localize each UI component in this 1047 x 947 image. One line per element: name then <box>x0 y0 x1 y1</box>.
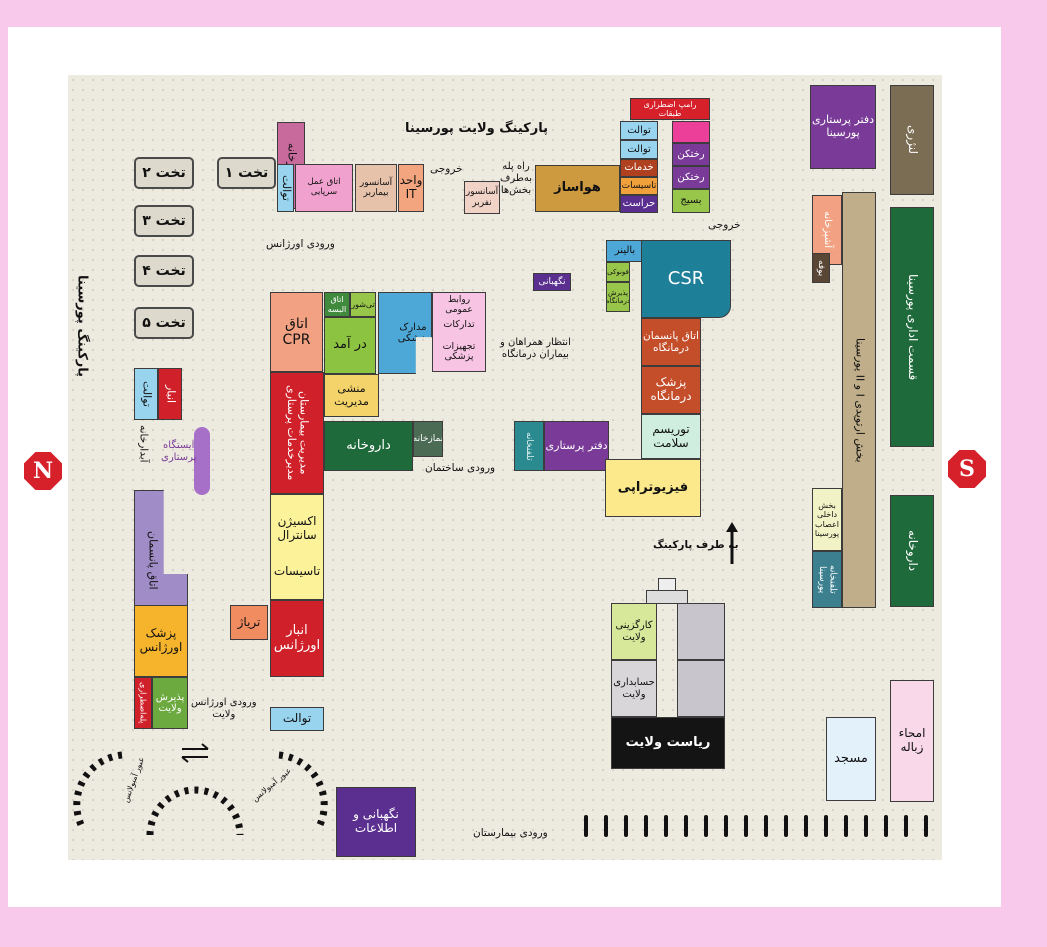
laundry-3: رختکن <box>672 166 710 189</box>
guard-room: حراست <box>620 195 658 213</box>
mosque: مسجد <box>826 717 876 801</box>
bed-2: تخت ۲ <box>134 157 194 189</box>
admin-section: قسمت اداری پورسینا <box>890 207 934 447</box>
services-room: خدمات <box>620 159 658 177</box>
exit-right-label: خروجی <box>708 219 741 231</box>
dressing-room-small: اتاق البسه <box>324 292 350 317</box>
building-entrance-label: ورودی ساختمان <box>425 462 496 474</box>
stairs-label: راه پله به‌طرف بخش‌ها <box>500 161 532 196</box>
internal-ward: بخش داخلی اعصاب پورسینا <box>812 488 842 551</box>
csr-room: CSR <box>641 240 731 318</box>
basij-room: بسیج <box>672 189 710 213</box>
velayat-room-2 <box>677 660 725 717</box>
baliner: بالینر <box>606 240 644 262</box>
havasaz: هواساز <box>535 165 620 212</box>
security-info: نگهبانی و اطلاعات <box>336 787 416 857</box>
pharmacy-right: داروخانه <box>890 495 934 607</box>
exit-left-label: خروجی <box>430 163 463 175</box>
nursing-station-label: ایستگاه پرستاری <box>161 440 197 463</box>
buffet: بوفه <box>812 253 830 283</box>
clinic-dressing: اتاق پانسمان درمانگاه <box>641 318 701 366</box>
to-parking-label: به طرف پارکینگ <box>653 539 739 551</box>
medical-records: مدارک پزشکی <box>378 292 432 374</box>
nursing-station <box>194 427 210 495</box>
hr-velayat: کارگزینی ولایت <box>611 603 657 660</box>
toilet-bottom: توالت <box>270 707 324 731</box>
admission: در آمد <box>324 317 376 374</box>
it-unit: واحد IT <box>398 164 424 212</box>
companions-wait-label: انتظار همراهان و بیماران درمانگاه <box>500 337 571 360</box>
emergency-entrance-velayat-label: ورودی اورژانس ولایت <box>191 697 257 720</box>
ambulance-arc-left <box>73 751 123 829</box>
two-way-arrow <box>181 743 209 763</box>
orthopedic-ward: بخش ارتوپدی I و II پورسینا <box>842 192 876 608</box>
warehouse-emergency: انبار اورژانس <box>270 600 324 677</box>
toilet-r1: توالت <box>620 121 658 140</box>
waste-disposal: امحاء زباله <box>890 680 934 802</box>
hospital-management: مدیریت بیمارستان مدیرخدمات پرستاری <box>270 372 324 494</box>
emergency-entrance-label: ورودی اورژانس <box>266 238 335 250</box>
bed-3: تخت ۳ <box>134 205 194 237</box>
emergency-ramp: رامپ اضطراری طبقات <box>630 98 710 120</box>
management-secretary: منشی مدیریت <box>324 374 379 417</box>
toilet-r2: توالت <box>620 140 658 159</box>
health-tourism: توریسم سلامت <box>641 414 701 459</box>
emergency-stairs: پله‌اضطراری <box>134 677 152 729</box>
north-sign: N <box>24 452 62 490</box>
clinic-unit: پذیرش درمانگاه <box>606 282 630 312</box>
phono: فونوکی <box>606 262 630 282</box>
ambulance-arc-center <box>146 786 244 836</box>
facilities-small: تاسیسات <box>620 177 658 195</box>
passenger-elevator: آسانسور نفربر <box>464 181 500 214</box>
velayat-roof-2 <box>646 590 688 604</box>
patient-elevator: آسانسور بیماربر <box>355 164 397 212</box>
reception-velayat: پذیرش ولایت <box>152 677 188 729</box>
bed-1: تخت ۱ <box>217 157 276 189</box>
pharmacy-mid: داروخانه <box>324 421 413 471</box>
emergency-doctor: پزشک اورژانس <box>134 605 188 677</box>
bed-5: تخت ۵ <box>134 307 194 339</box>
phone-room: تلفنخانه پورسینا <box>812 551 842 608</box>
cpr-room: اتاق CPR <box>270 292 323 372</box>
presidency-velayat: ریاست ولایت <box>611 717 725 769</box>
parking-velayat-label: پارکینگ ولایت پورسینا <box>405 121 548 136</box>
security-small: نگهبانی <box>533 273 571 291</box>
prayer-room: نمازخانه <box>413 421 443 457</box>
hospital-entrance-label: ورودی بیمارستان <box>473 827 548 839</box>
south-sign: S <box>948 450 986 488</box>
physiotherapy: فیزیوتراپی <box>605 459 701 517</box>
phone-mid: تلفنخانه <box>514 421 544 471</box>
warehouse-left: انبار <box>158 368 182 420</box>
road-markings <box>584 815 942 845</box>
nursing-office-mid: دفتر پرستاری <box>544 421 609 471</box>
toilet-top: توالت <box>277 164 294 212</box>
laundry-1 <box>672 121 710 143</box>
clinic-doctor: پزشک درمانگاه <box>641 366 701 414</box>
laundry-right: لنژری <box>890 85 934 195</box>
bed-4: تخت ۴ <box>134 255 194 287</box>
parking-poursina-label: پارکینگ پورسینا <box>74 275 90 378</box>
ambulance-arc-right <box>278 751 328 829</box>
tishoor: تی‌شور <box>350 292 376 317</box>
to-parking-arrow <box>726 522 738 564</box>
abdarkhaneh-label: آبدارخانه <box>137 425 150 463</box>
velayat-room-1 <box>677 603 725 660</box>
laundry-2: رختکن <box>672 143 710 166</box>
hospital-map: موتورخانه توالت اتاق عمل سرپایی آسانسور … <box>68 75 942 860</box>
nursing-office-poursina: دفتر پرستاری پورسینا <box>810 85 876 169</box>
triage: تریاژ <box>230 605 268 640</box>
accounting-velayat: حسابداری ولایت <box>611 660 657 717</box>
toilet-left: توالت <box>134 368 158 420</box>
surgery-room: اتاق عمل سرپایی <box>295 164 353 212</box>
